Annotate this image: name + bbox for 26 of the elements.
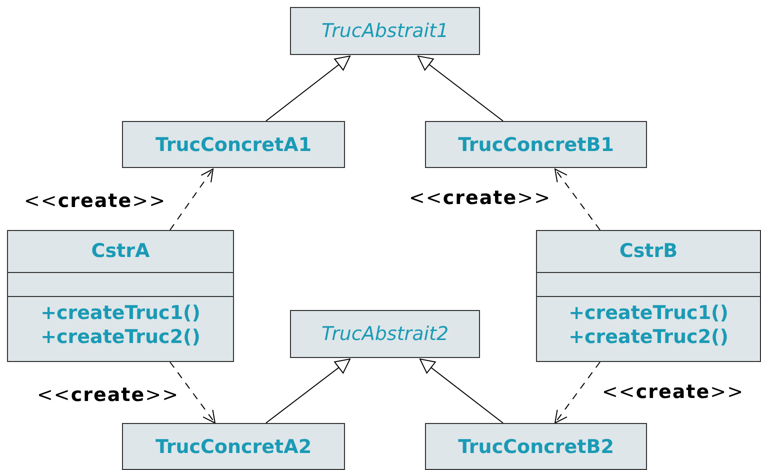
- class-box: [425, 423, 647, 470]
- class-box: [122, 423, 345, 470]
- class-name: TrucConcretA1: [154, 132, 313, 156]
- class-name: CstrA: [90, 239, 151, 263]
- dependency-arrow: [170, 168, 214, 230]
- class-box: [425, 121, 647, 168]
- class-name: TrucAbstrait1: [320, 19, 450, 43]
- class-box: [7, 230, 234, 362]
- dependency-arrow: [554, 168, 600, 230]
- method-list: +createTruc1() +createTruc2(): [8, 301, 233, 349]
- class-box: [290, 7, 480, 55]
- inheritance-arrow: [420, 358, 504, 424]
- class-box: [536, 230, 761, 362]
- inheritance-arrow: [266, 358, 350, 424]
- dependency-arrow: [554, 362, 600, 424]
- class-name: TrucConcretB2: [457, 434, 615, 458]
- class-box: [290, 310, 480, 358]
- class-name: CstrB: [618, 239, 679, 263]
- method-list: +createTruc1() +createTruc2(): [537, 301, 760, 349]
- inheritance-arrow: [266, 56, 350, 122]
- class-name: TrucConcretA2: [154, 434, 313, 458]
- dependency-arrow: [170, 362, 216, 424]
- class-box: [122, 121, 345, 168]
- class-name: TrucConcretB1: [457, 132, 615, 156]
- class-name: TrucAbstrait2: [320, 322, 450, 346]
- inheritance-arrow: [418, 56, 504, 122]
